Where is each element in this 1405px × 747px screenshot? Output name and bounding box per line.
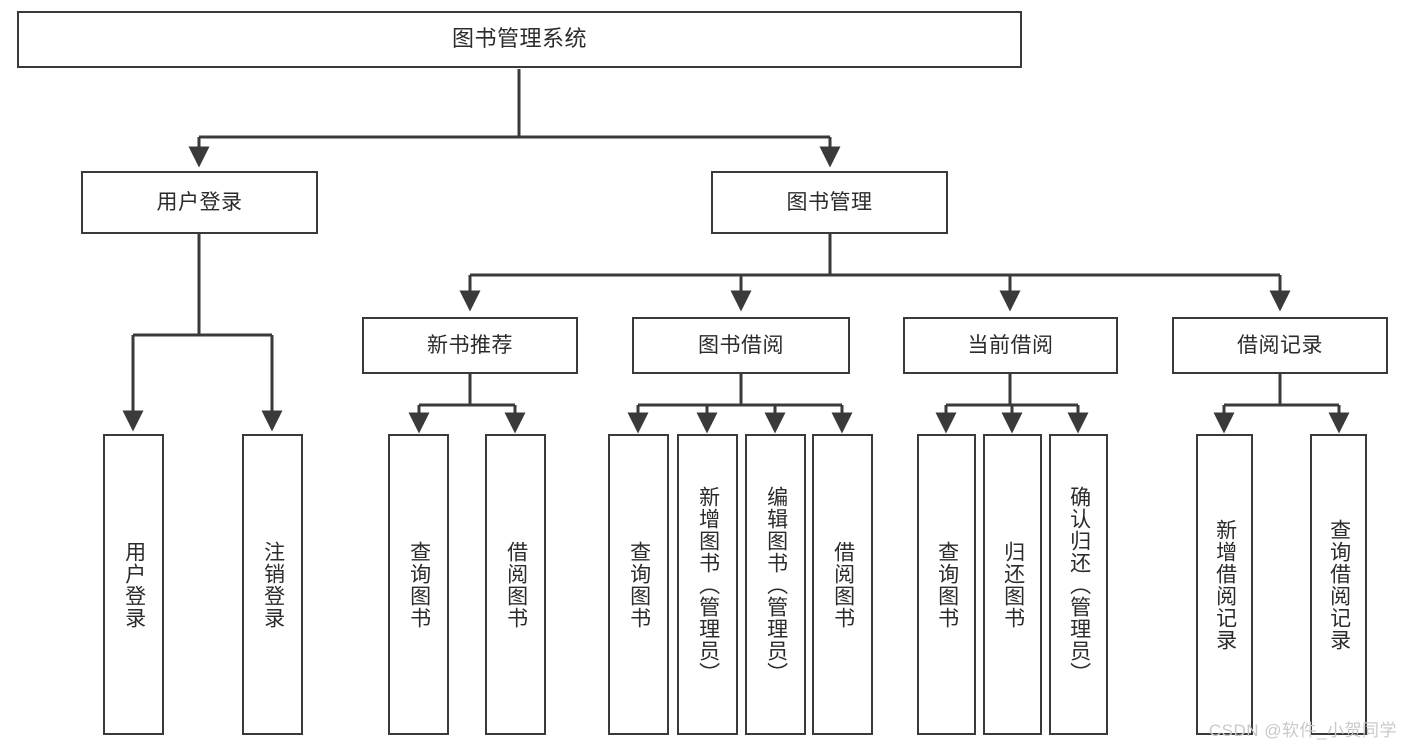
leaf-node-add-book[interactable]: 新增图书（管理员） [677,434,738,735]
leaf-node-logout-login[interactable]: 注销登录 [242,434,303,735]
node-label: 图书借阅 [698,333,784,357]
leaf-node-return-book[interactable]: 归还图书 [983,434,1042,735]
node-root-system[interactable]: 图书管理系统 [17,11,1022,68]
node-current-borrow[interactable]: 当前借阅 [903,317,1118,374]
node-label: 图书管理系统 [451,26,587,52]
node-label: 借阅图书 [504,540,528,629]
node-label: 新增图书（管理员） [696,485,720,684]
node-label: 编辑图书（管理员） [764,485,788,684]
node-label: 图书管理 [786,190,873,214]
leaf-node-query-book-1[interactable]: 查询图书 [388,434,449,735]
node-label: 用户登录 [122,540,146,629]
node-label: 注销登录 [261,540,285,629]
node-label: 查询借阅记录 [1327,518,1351,651]
leaf-node-borrow-book-1[interactable]: 借阅图书 [485,434,546,735]
leaf-node-confirm-return[interactable]: 确认归还（管理员） [1049,434,1108,735]
node-label: 当前借阅 [967,333,1054,357]
leaf-node-edit-book[interactable]: 编辑图书（管理员） [745,434,806,735]
node-label: 新书推荐 [427,333,513,357]
node-label: 查询图书 [407,540,431,629]
node-book-borrow[interactable]: 图书借阅 [632,317,850,374]
leaf-node-query-book-3[interactable]: 查询图书 [917,434,976,735]
leaf-node-borrow-book-2[interactable]: 借阅图书 [812,434,873,735]
leaf-node-query-book-2[interactable]: 查询图书 [608,434,669,735]
node-new-book-recommend[interactable]: 新书推荐 [362,317,578,374]
node-user-login[interactable]: 用户登录 [81,171,318,234]
leaf-node-user-login[interactable]: 用户登录 [103,434,164,735]
node-label: 归还图书 [1001,540,1025,629]
csdn-watermark: CSDN @软件_小贺同学 [1208,721,1397,740]
node-label: 新增借阅记录 [1213,518,1237,651]
node-book-management[interactable]: 图书管理 [711,171,948,234]
leaf-node-add-record[interactable]: 新增借阅记录 [1196,434,1253,735]
leaf-node-query-record[interactable]: 查询借阅记录 [1310,434,1367,735]
node-label: 借阅图书 [831,540,855,629]
node-label: 查询图书 [935,540,959,629]
node-label: 确认归还（管理员） [1067,485,1091,684]
node-label: 借阅记录 [1237,333,1323,357]
node-borrow-record[interactable]: 借阅记录 [1172,317,1388,374]
node-label: 用户登录 [156,190,243,214]
node-label: 查询图书 [627,540,651,629]
